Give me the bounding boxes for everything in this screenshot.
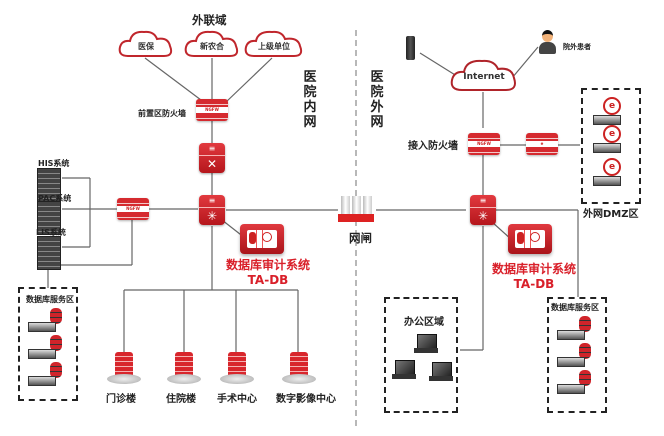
building-icon bbox=[220, 352, 254, 386]
database-icon bbox=[50, 362, 62, 378]
lis-system-label: LIS系统 bbox=[36, 228, 66, 237]
server-icon bbox=[28, 376, 56, 386]
remote-user-icon bbox=[537, 30, 557, 56]
pac-system-label: PAC系统 bbox=[38, 194, 72, 203]
outer-db-audit-label: 数据库审计系统 TA-DB bbox=[484, 262, 584, 292]
server-icon bbox=[28, 322, 56, 332]
building-icon bbox=[107, 352, 141, 386]
office-zone-label: 办公区域 bbox=[404, 317, 444, 328]
cloud-medical-insurance: 医保 bbox=[118, 28, 174, 60]
laptop-icon bbox=[414, 334, 438, 354]
inner-db-zone-label: 数据库服务区 bbox=[26, 295, 74, 304]
database-icon bbox=[579, 316, 591, 332]
gateway-icon bbox=[338, 196, 374, 222]
cloud-rural-coop: 新农合 bbox=[184, 28, 240, 60]
gateway-label: 网闸 bbox=[349, 231, 372, 245]
inner-network-label: 医院内网 bbox=[303, 70, 317, 130]
web-server-icon: e bbox=[603, 158, 621, 176]
his-system-label: HIS系统 bbox=[38, 159, 70, 168]
web-server-icon: e bbox=[603, 97, 621, 115]
outer-network-label: 医院外网 bbox=[370, 70, 384, 130]
audit-product: TA-DB bbox=[247, 273, 289, 287]
front-firewall-icon: NGFW bbox=[196, 99, 228, 121]
database-icon bbox=[50, 308, 62, 324]
cloud-label: 上级单位 bbox=[258, 42, 290, 51]
building-label-surgery: 手术中心 bbox=[217, 394, 257, 405]
core-switch-icon: ≡✳ bbox=[199, 195, 225, 225]
lis-server-icon bbox=[37, 236, 61, 270]
building-label-outpatient: 门诊楼 bbox=[106, 394, 136, 405]
server-icon bbox=[593, 143, 621, 153]
access-firewall-icon: NGFW bbox=[468, 133, 500, 155]
pac-server-icon bbox=[37, 201, 61, 235]
audit-product: TA-DB bbox=[513, 277, 555, 291]
cloud-superior-unit: 上级单位 bbox=[244, 28, 304, 60]
database-icon bbox=[50, 335, 62, 351]
router-icon: ≡✕ bbox=[199, 143, 225, 173]
cloud-label: 医保 bbox=[138, 42, 154, 51]
cloud-icon bbox=[118, 30, 173, 57]
building-icon bbox=[167, 352, 201, 386]
inner-db-zone bbox=[18, 287, 78, 401]
audit-name: 数据库审计系统 bbox=[491, 262, 576, 276]
mobile-phone-icon bbox=[406, 36, 415, 60]
database-icon bbox=[579, 370, 591, 386]
dmz-label: 外网DMZ区 bbox=[583, 209, 639, 220]
server-icon bbox=[557, 384, 585, 394]
office-zone bbox=[384, 297, 458, 413]
dmz-zone bbox=[581, 88, 641, 204]
building-icon bbox=[282, 352, 316, 386]
database-icon bbox=[579, 343, 591, 359]
cloud-label: 新农合 bbox=[200, 42, 224, 51]
cloud-icon bbox=[450, 59, 516, 91]
db-audit-label: 数据库审计系统 TA-DB bbox=[218, 258, 318, 288]
internet-cloud: Internet bbox=[450, 56, 518, 94]
outer-db-zone-label: 数据库服务区 bbox=[551, 303, 599, 312]
internet-label: Internet bbox=[463, 72, 505, 82]
dmz-firewall-icon: e bbox=[526, 133, 558, 155]
server-icon bbox=[593, 115, 621, 125]
cloud-icon bbox=[244, 30, 303, 57]
server-icon bbox=[557, 357, 585, 367]
laptop-icon bbox=[392, 360, 416, 380]
building-label-inpatient: 住院楼 bbox=[166, 394, 196, 405]
laptop-icon bbox=[429, 362, 453, 382]
external-domain-label: 外联域 bbox=[192, 13, 227, 27]
web-server-icon: e bbox=[603, 125, 621, 143]
outer-db-audit-icon bbox=[508, 224, 552, 254]
outer-db-zone bbox=[547, 297, 607, 413]
access-firewall-label: 接入防火墙 bbox=[408, 141, 458, 152]
front-firewall-label: 前置区防火墙 bbox=[138, 109, 186, 118]
building-label-imaging: 数字影像中心 bbox=[276, 394, 336, 405]
audit-name: 数据库审计系统 bbox=[225, 258, 310, 272]
db-audit-icon bbox=[240, 224, 284, 254]
server-icon bbox=[28, 349, 56, 359]
remote-user-label: 院外患者 bbox=[563, 43, 591, 51]
server-icon bbox=[557, 330, 585, 340]
outer-switch-icon: ≡✳ bbox=[470, 195, 496, 225]
server-icon bbox=[593, 176, 621, 186]
cloud-icon bbox=[184, 30, 239, 57]
internal-firewall-icon: NGFW bbox=[117, 198, 149, 220]
